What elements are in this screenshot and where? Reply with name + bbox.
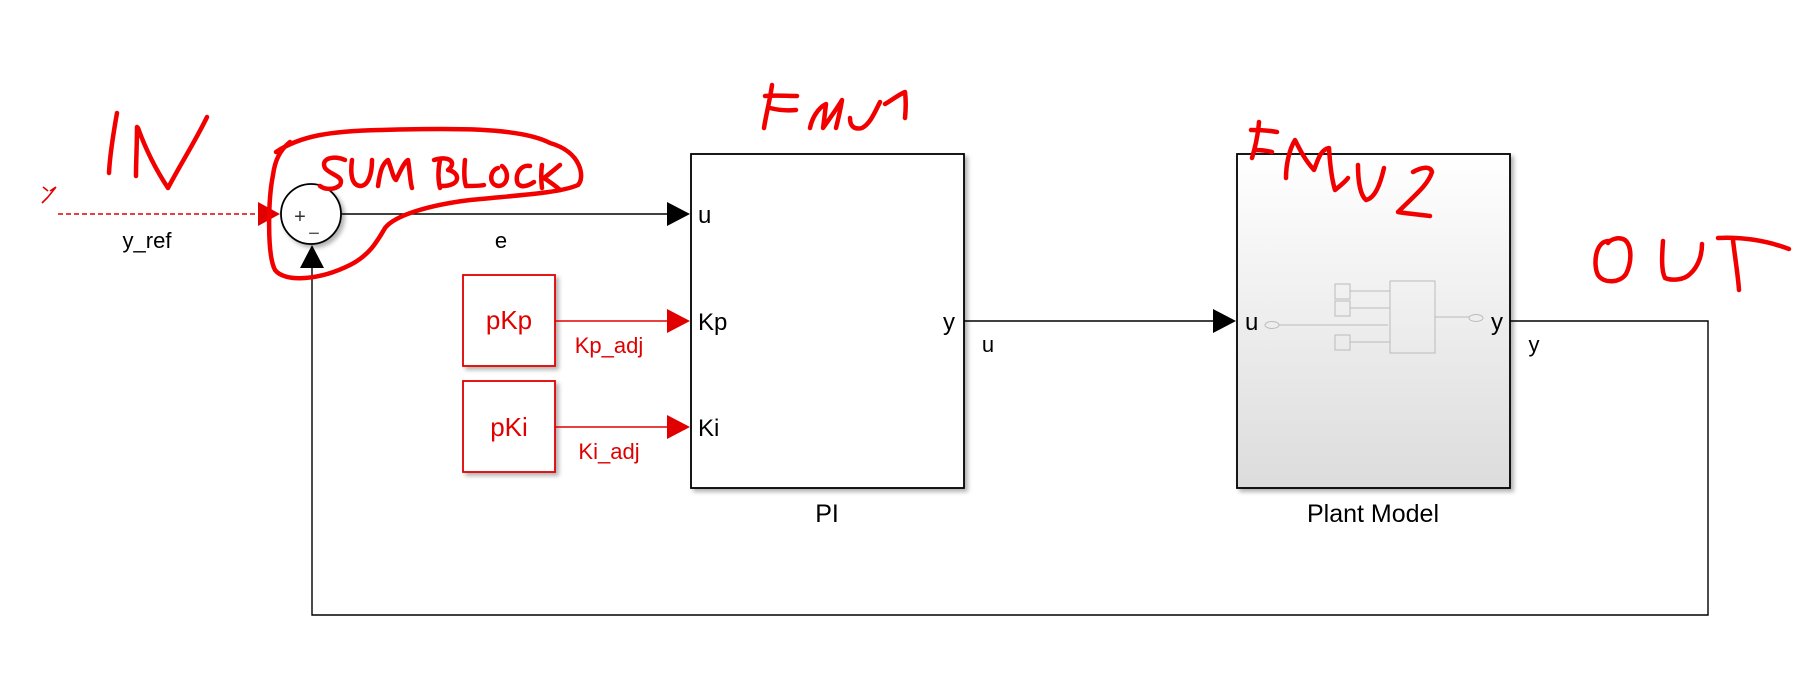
pkp-block-label: pKp [486,305,532,335]
annotation-fmu2: FMU2 [1248,119,1435,219]
pi-port-u: u [698,202,711,229]
arrow-head-kp-adj [667,309,690,333]
pi-block-body[interactable] [690,153,965,489]
signal-line-y-feedback[interactable] [311,265,1709,616]
annotation-out: OUT [1593,235,1792,293]
pi-port-kp: Kp [698,309,727,336]
inport-marker-icon [41,186,57,204]
plant-port-u: u [1245,309,1258,336]
plant-block-body[interactable] [1236,153,1511,489]
inport-y-ref[interactable] [41,186,57,204]
arrow-head-ki-adj [667,415,690,439]
plant-block-title: Plant Model [1307,500,1439,528]
signal-label-y: y [1529,332,1540,357]
arrow-head-feedback [300,245,324,268]
pki-block[interactable]: pKi [462,380,556,473]
signal-label-u: u [982,332,994,357]
pi-block-title: PI [815,500,839,528]
signal-label-kp-adj: Kp_adj [575,333,644,358]
pki-block-label: pKi [490,412,528,442]
pi-port-ki: Ki [698,415,719,442]
plant-port-y: y [1491,309,1503,336]
annotation-in: IN [106,110,210,191]
annotation-fmu1: FMU1 [761,82,908,131]
pkp-block[interactable]: pKp [462,274,556,367]
signal-label-ki-adj: Ki_adj [578,439,639,464]
sum-block[interactable]: + − [280,183,342,245]
signal-label-e: e [495,228,507,253]
plant-model-block[interactable]: u y [1236,153,1511,489]
subsystem-preview-icon [1264,280,1484,354]
annotation-sum-block: SUM BLOCK [266,126,584,281]
arrow-head-u [1213,309,1236,333]
sum-sign-plus: + [294,206,306,228]
signal-label-y-ref: y_ref [123,228,173,253]
arrow-head-e [667,202,690,226]
sum-sign-minus: − [308,223,320,245]
pi-block[interactable]: u Kp Ki y [690,153,965,489]
pi-port-y: y [943,309,955,336]
